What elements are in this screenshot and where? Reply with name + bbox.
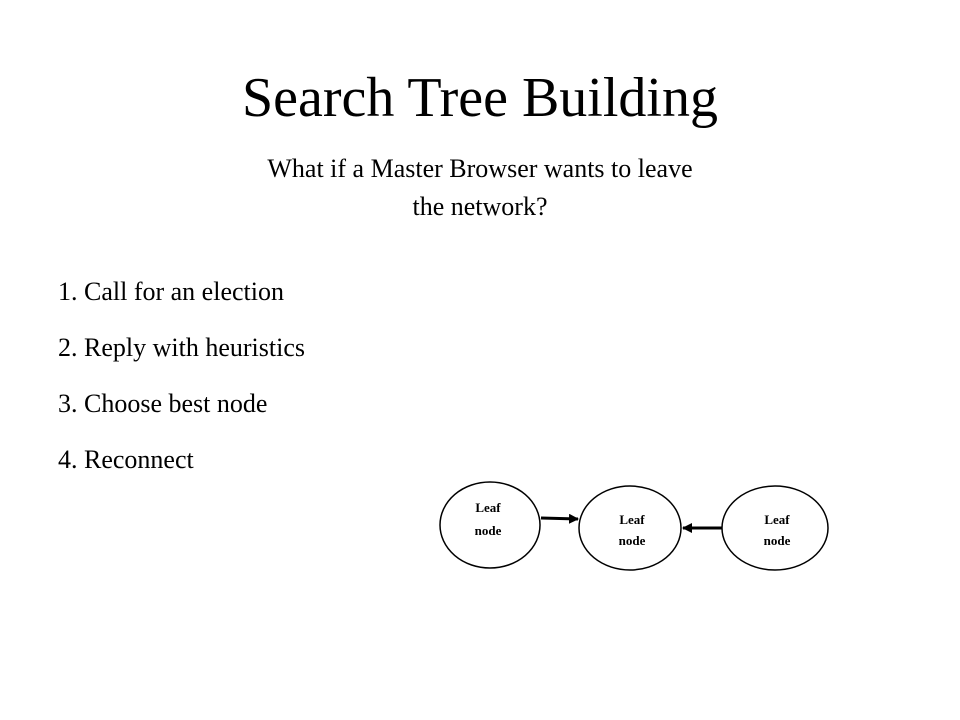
- leaf-node-3: Leaf node: [721, 485, 829, 571]
- leaf-node-2: Leaf node: [578, 485, 682, 571]
- leaf-node-2-label-2: node: [619, 533, 646, 548]
- leaf-node-3-label-1: Leaf: [764, 512, 790, 527]
- leaf-node-2-label-1: Leaf: [619, 512, 645, 527]
- leaf-node-1: Leaf node: [439, 481, 541, 569]
- slide-title: Search Tree Building: [242, 67, 718, 129]
- slide-subtitle: What if a Master Browser wants to leave …: [200, 150, 760, 226]
- arrow-node1-to-node2: [540, 513, 579, 524]
- leaf-node-3-label-2: node: [764, 533, 791, 548]
- step-item-3: 3. Choose best node: [58, 389, 268, 418]
- step-item-2: 2. Reply with heuristics: [58, 333, 305, 362]
- leaf-node-3-shape: [721, 485, 829, 571]
- leaf-node-1-shape: [439, 481, 541, 569]
- step-item-4: 4. Reconnect: [58, 445, 194, 474]
- leaf-node-1-label-1: Leaf: [475, 500, 501, 515]
- subtitle-line-2: the network?: [412, 192, 548, 221]
- steps-list: 1. Call for an election 2. Reply with he…: [58, 270, 305, 494]
- subtitle-line-1: What if a Master Browser wants to leave: [267, 154, 693, 183]
- step-item-1: 1. Call for an election: [58, 277, 284, 306]
- leaf-node-2-shape: [578, 485, 682, 571]
- leaf-node-1-label-2: node: [475, 523, 502, 538]
